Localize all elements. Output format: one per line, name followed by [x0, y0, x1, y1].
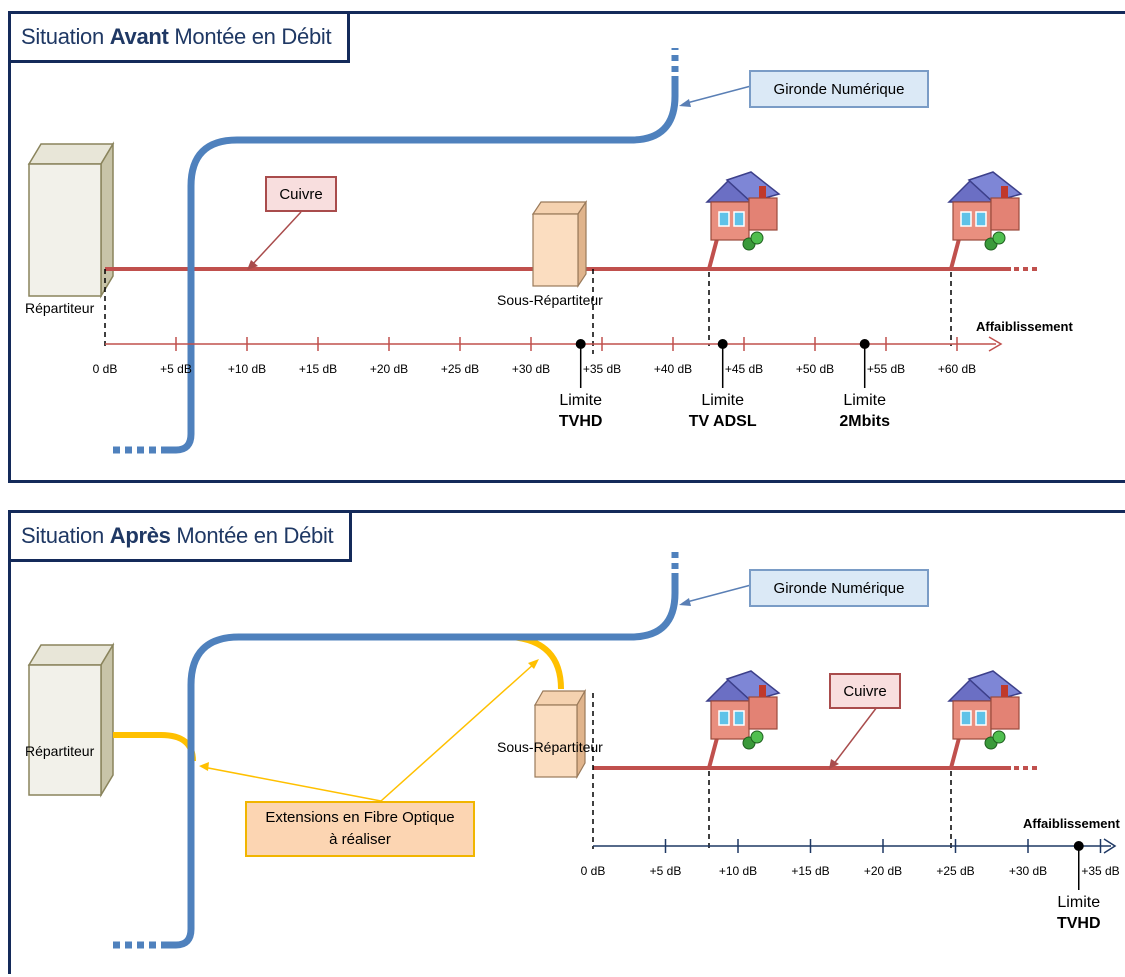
- diagram-before: [27, 48, 1041, 454]
- axis-tick-label: +25 dB: [936, 864, 975, 878]
- cuivre-callout: Cuivre: [829, 673, 901, 709]
- axis-arrow: [988, 336, 1003, 352]
- fibre-arrowhead-left: [199, 762, 209, 771]
- gironde-numerique-callout: Gironde Numérique: [749, 569, 929, 607]
- gironde-fiber-line: [161, 76, 679, 454]
- house-drop-1: [707, 238, 719, 270]
- axis-tick-label: +15 dB: [791, 864, 830, 878]
- house-icon: [947, 171, 1023, 251]
- axis-tick-label: +35 dB: [1081, 864, 1120, 878]
- fiber-extension-repartiteur: [113, 732, 196, 762]
- axis-tick-label: +5 dB: [160, 362, 192, 376]
- axis-ticks: [175, 337, 958, 351]
- repartiteur-cabinet: [27, 141, 115, 299]
- axis-tick-label: +5 dB: [649, 864, 682, 878]
- fibre-callout-pointer-right: [380, 662, 536, 802]
- axis-tick-label: +35 dB: [582, 362, 622, 376]
- axis-tick-label: +15 dB: [298, 362, 338, 376]
- axis-tick-label: +55 dB: [866, 362, 906, 376]
- axis-tick-label: +50 dB: [795, 362, 835, 376]
- limit-markers: [575, 339, 870, 388]
- fibre-callout-line1: Extensions en Fibre Optique: [265, 809, 455, 826]
- axis-arrow: [1103, 838, 1117, 854]
- axis-tick-label: 0 dB: [92, 362, 118, 376]
- axis-tick-label: 0 dB: [580, 864, 606, 878]
- fibre-callout-pointer-left: [202, 766, 382, 802]
- limit-label-line1: Limite: [843, 392, 887, 409]
- limit-label-line1: Limite: [1057, 894, 1101, 911]
- panel-after: Situation Après Montée en Débit Gironde …: [8, 510, 1125, 974]
- panel-title: Situation Après Montée en Débit: [11, 513, 353, 562]
- house-icon: [705, 171, 781, 251]
- axis-tick-label: +30 dB: [1008, 864, 1048, 878]
- axis-tick-label: +20 dB: [863, 864, 903, 878]
- house-icon: [947, 670, 1023, 750]
- axis-tick-label: +30 dB: [511, 362, 551, 376]
- gironde-callout-pointer: [682, 85, 752, 105]
- sous-repartiteur-label: Sous-Répartiteur: [497, 739, 603, 755]
- fibre-callout-line2: à réaliser: [329, 831, 391, 848]
- sous-repartiteur-cabinet: [533, 688, 587, 780]
- repartiteur-label: Répartiteur: [25, 300, 95, 316]
- axis-label: Affaiblissement: [976, 319, 1073, 334]
- gironde-arrowhead: [679, 598, 691, 606]
- sous-repartiteur-cabinet: [531, 200, 588, 288]
- axis-tick-label: +60 dB: [937, 362, 977, 376]
- limit-label-line2: 2Mbits: [839, 413, 891, 430]
- repartiteur-label: Répartiteur: [25, 743, 95, 759]
- cuivre-callout-pointer: [832, 706, 878, 766]
- limit-dot: [575, 339, 586, 349]
- limit-label-line2: TV ADSL: [688, 413, 757, 430]
- gironde-callout-pointer: [682, 584, 752, 604]
- axis-tick-label: +10 dB: [718, 864, 758, 878]
- axis-tick-label: +25 dB: [440, 362, 480, 376]
- fibre-optique-callout: Extensions en Fibre Optique à réaliser: [245, 801, 475, 857]
- limit-label-line2: TVHD: [558, 413, 603, 430]
- limit-label: Limite 2Mbits: [839, 390, 890, 432]
- limit-label-line2: TVHD: [1056, 915, 1101, 932]
- gironde-arrowhead: [679, 99, 691, 107]
- axis-tick-label: +10 dB: [227, 362, 267, 376]
- gironde-numerique-callout: Gironde Numérique: [749, 70, 929, 108]
- axis-label: Affaiblissement: [1023, 816, 1120, 831]
- axis-tick-label: +40 dB: [653, 362, 693, 376]
- cuivre-arrowhead: [829, 759, 839, 769]
- cuivre-callout-pointer: [250, 211, 302, 267]
- limit-markers: [1073, 841, 1084, 890]
- limit-label: Limite TV ADSL: [689, 390, 757, 432]
- house-drop-2: [949, 737, 961, 769]
- axis-ticks: [664, 839, 1102, 853]
- cuivre-arrowhead: [247, 260, 258, 270]
- repartiteur-cabinet: [27, 642, 115, 798]
- panel-title: Situation Avant Montée en Débit: [11, 14, 351, 63]
- limit-label-line1: Limite: [559, 392, 603, 409]
- limit-dot: [859, 339, 870, 349]
- axis-tick-label: +20 dB: [369, 362, 409, 376]
- diagram-after: [27, 547, 1117, 949]
- cuivre-callout: Cuivre: [265, 176, 337, 212]
- axis-tick-label: +45 dB: [724, 362, 764, 376]
- limit-dot: [1073, 841, 1084, 851]
- limit-label-line1: Limite: [701, 392, 745, 409]
- sous-repartiteur-label: Sous-Répartiteur: [497, 292, 603, 308]
- house-icon: [705, 670, 781, 750]
- house-drop-2: [949, 238, 961, 270]
- panel-before: Situation Avant Montée en Débit Gironde …: [8, 11, 1125, 483]
- fibre-arrowhead-right: [528, 659, 539, 669]
- gironde-fiber-line: [161, 573, 679, 949]
- house-drop-1: [707, 737, 719, 769]
- limit-dot: [717, 339, 728, 349]
